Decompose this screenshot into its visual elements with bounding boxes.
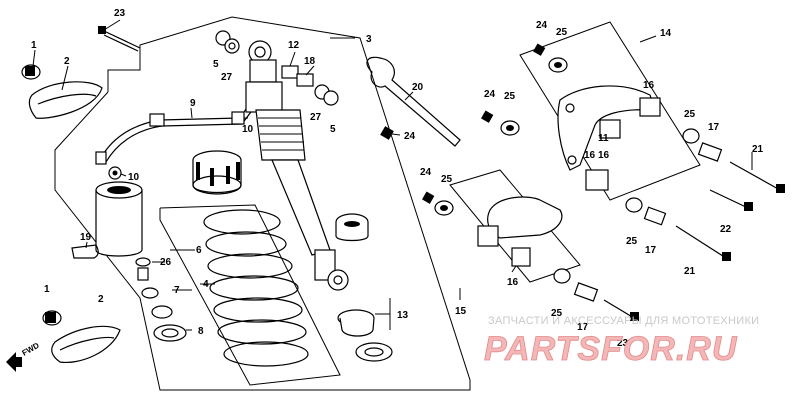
callout-11: 11 — [598, 133, 609, 144]
callout-8: 8 — [198, 326, 204, 337]
watermark-logo: PARTSFOR.RU — [484, 330, 738, 368]
nuts-24 — [380, 43, 546, 204]
callout-13: 13 — [397, 310, 409, 321]
callout-16b: 16 — [584, 150, 596, 161]
spring-adjuster-collar — [192, 150, 242, 195]
forward-arrow: FWD — [6, 341, 41, 372]
callout-23b: 23 — [617, 338, 629, 349]
callout-2a: 2 — [64, 56, 70, 67]
watermark: ЗАПЧАСТИ И АКСЕССУАРЫ ДЛЯ МОТОТЕХНИКИ PA… — [484, 315, 759, 368]
callout-10a: 10 — [128, 172, 140, 183]
callout-20: 20 — [412, 82, 424, 93]
reservoir-cylinder — [95, 166, 143, 257]
callout-25a: 25 — [556, 27, 568, 38]
callout-6: 6 — [196, 245, 202, 256]
bolts-21-22-23 — [603, 161, 785, 321]
hose-clamp-top — [21, 64, 103, 119]
callout-15: 15 — [455, 306, 467, 317]
callout-25c: 25 — [441, 174, 453, 185]
callout-18: 18 — [304, 56, 316, 67]
callout-24d: 24 — [420, 167, 432, 178]
top-washers — [215, 30, 240, 54]
callout-17a: 17 — [708, 122, 720, 133]
callout-27a: 27 — [221, 72, 233, 83]
coil-spring — [203, 209, 309, 367]
group-outline-3 — [54, 16, 471, 391]
valve-parts-26-7-8 — [135, 257, 187, 342]
callout-1a: 1 — [31, 40, 37, 51]
callout-19: 19 — [80, 232, 92, 243]
callout-16d: 16 — [507, 277, 519, 288]
watermark-tagline: ЗАПЧАСТИ И АКСЕССУАРЫ ДЛЯ МОТОТЕХНИКИ — [488, 315, 759, 327]
callout-16a: 16 — [643, 80, 655, 91]
callout-27b: 27 — [310, 112, 322, 123]
shock-absorber — [245, 40, 349, 291]
callout-21b: 21 — [684, 266, 696, 277]
callout-5b: 5 — [330, 124, 336, 135]
callout-4: 4 — [203, 279, 209, 290]
callout-24a: 24 — [536, 20, 548, 31]
callout-17c: 17 — [577, 322, 589, 333]
callout-24c: 24 — [404, 131, 416, 142]
callout-labels: 1 1 2 2 3 4 5 5 6 7 8 9 10 10 11 12 13 1… — [31, 8, 764, 349]
callout-5a: 5 — [213, 59, 219, 70]
callout-22: 22 — [720, 224, 732, 235]
fwd-label: FWD — [21, 341, 41, 358]
spring-seat — [335, 213, 369, 242]
bolt-23-top — [98, 26, 141, 52]
callout-23a: 23 — [114, 8, 126, 19]
callout-25e: 25 — [626, 236, 638, 247]
connecting-rod-15 — [477, 196, 563, 267]
callout-1b: 1 — [44, 284, 50, 295]
callout-26: 26 — [160, 257, 172, 268]
callout-10b: 10 — [242, 124, 254, 135]
shock-arm-14 — [557, 85, 661, 191]
leader-lines — [32, 19, 753, 331]
callout-2b: 2 — [98, 294, 104, 305]
pin-spanner-wrench — [366, 56, 461, 147]
rebound-boot — [337, 309, 393, 362]
callout-17b: 17 — [645, 245, 657, 256]
group-outline-15 — [449, 169, 581, 283]
hose-clamp-bottom — [42, 310, 121, 364]
callout-9: 9 — [190, 98, 196, 109]
callout-25f: 25 — [551, 308, 563, 319]
callout-3: 3 — [366, 34, 372, 45]
reservoir-cap — [71, 244, 99, 259]
collars-17 — [573, 142, 723, 302]
washers-25 — [434, 57, 700, 284]
group-outline-spring-box — [159, 204, 341, 386]
bushing-12-18 — [281, 65, 339, 106]
callout-25d: 25 — [684, 109, 696, 120]
callout-25b: 25 — [504, 91, 516, 102]
callout-7: 7 — [174, 285, 180, 296]
callout-16c: 16 — [598, 150, 610, 161]
callout-24b: 24 — [484, 89, 496, 100]
callout-21a: 21 — [752, 144, 764, 155]
callout-14: 14 — [660, 28, 672, 39]
callout-12: 12 — [288, 40, 300, 51]
